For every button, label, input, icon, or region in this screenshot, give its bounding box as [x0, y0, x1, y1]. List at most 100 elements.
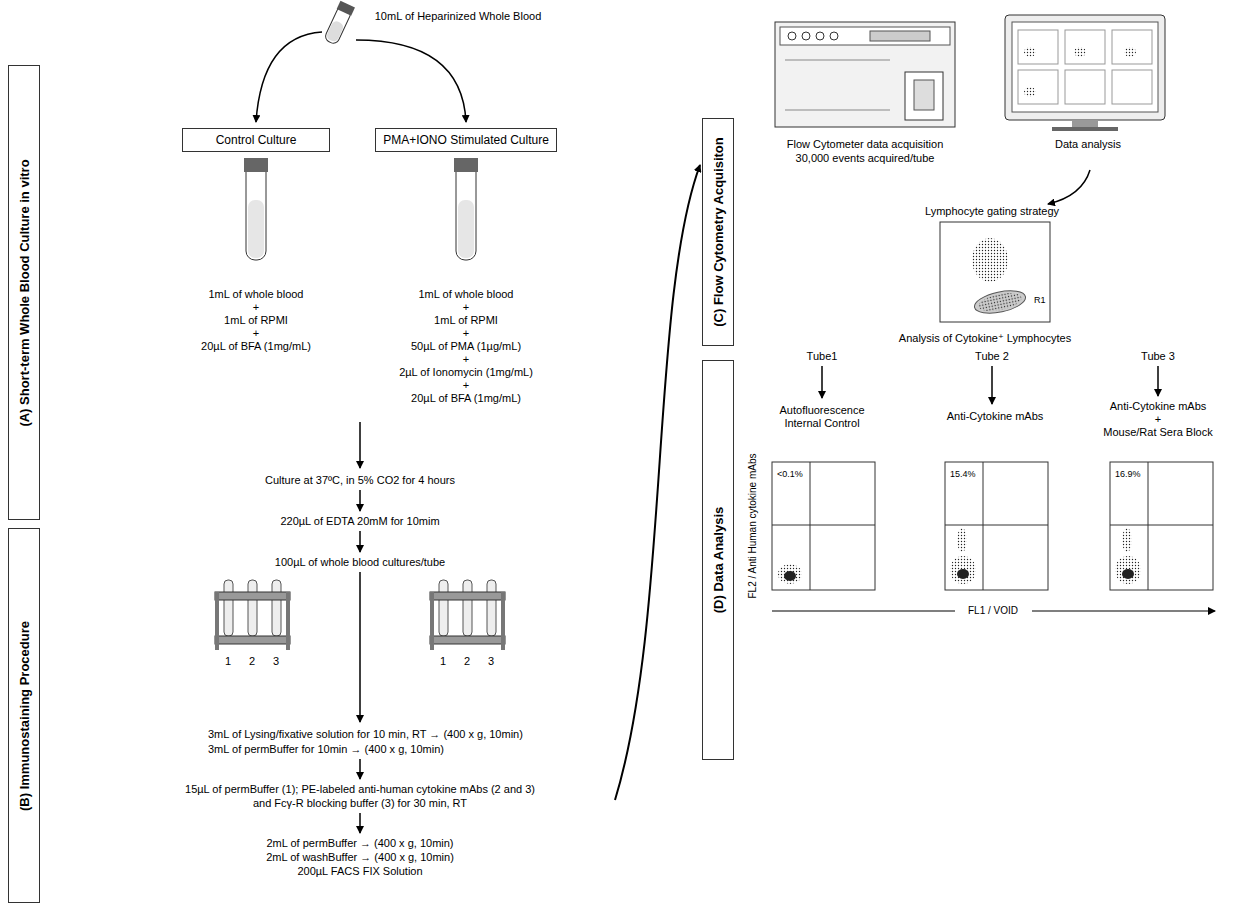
- monitor-icon-part: [1018, 70, 1058, 104]
- step-text: 20µL of BFA (1mg/mL): [201, 340, 311, 353]
- step-text: +: [463, 353, 469, 366]
- tube-rack-part: [487, 580, 496, 636]
- step-text: Mouse/Rat Sera Block: [1103, 426, 1212, 439]
- step-text: 10mL of Heparinized Whole Blood: [375, 10, 542, 23]
- flow-arrows-part: [359, 490, 361, 511]
- quadrant-plot-part: [1122, 569, 1134, 579]
- step-text: +: [253, 301, 259, 314]
- step-text: 50µL of PMA (1µg/mL): [411, 340, 521, 353]
- cytometer-icon-part: [870, 31, 930, 41]
- stage-band: (C) Flow Cytometry Acquisiton: [702, 118, 734, 346]
- cytometer-icon-part: [830, 32, 838, 40]
- quadrant-plot-part: [1110, 462, 1213, 590]
- quadrant-plot-part: [772, 462, 875, 590]
- quadrant-plot-part: [810, 462, 811, 590]
- monitor-icon: [1005, 15, 1165, 131]
- step-text: +: [253, 327, 259, 340]
- cytometer-icon-part: [785, 110, 890, 111]
- gating-plot-part: [940, 222, 1050, 322]
- flow-arrows-part: [359, 422, 361, 468]
- monitor-icon-part: [1012, 22, 1158, 112]
- tube-rack-part: [463, 580, 472, 636]
- step-text: 15µL of permBuffer (1); PE-labeled anti-…: [185, 783, 535, 796]
- step-text: Tube1: [807, 350, 838, 363]
- axis-arrow-part: [1032, 610, 1215, 611]
- step-text: 1mL of RPMI: [434, 314, 498, 327]
- quadrant-plot-part: [1110, 525, 1213, 526]
- flow-arrows-part: [359, 572, 361, 722]
- flow-arrows-part: [359, 531, 361, 552]
- box-label: Control Culture: [216, 133, 297, 147]
- quadrant-plot-part: [945, 525, 1048, 526]
- monitor-icon-part: [1024, 47, 1036, 57]
- quadrant-plot-part: [778, 564, 802, 584]
- tube-rack-part: [430, 636, 505, 644]
- tube-rack-part: [215, 592, 219, 650]
- step-text: 3: [273, 655, 279, 668]
- step-text: +: [463, 327, 469, 340]
- step-text: +: [463, 301, 469, 314]
- step-text: Anti-Cytokine mAbs: [947, 410, 1044, 423]
- monitor-icon-part: [1072, 120, 1098, 127]
- stage-band: (B) Immunostaining Procedure: [8, 528, 40, 903]
- tube-rack-part: [215, 592, 290, 600]
- step-text: Lymphocyte gating strategy: [925, 205, 1059, 218]
- cytometer-icon-part: [905, 72, 943, 120]
- stage-band: (D) Data Analysis: [702, 360, 734, 760]
- cytometer-icon-part: [788, 32, 796, 40]
- quadrant-plot-part: [983, 462, 984, 590]
- axis-arrow-part: [772, 610, 955, 611]
- step-text: 2µL of Ionomycin (1mg/mL): [399, 366, 533, 379]
- monitor-icon-part: [1065, 70, 1105, 104]
- blood-tube: [323, 1, 355, 46]
- quadrant-plot-part: [950, 556, 976, 584]
- cytometer-icon-part: [780, 27, 950, 45]
- step-text: 2: [249, 655, 255, 668]
- step-text: 100µL of whole blood cultures/tube: [275, 556, 445, 569]
- step-text: 2mL of washBuffer → (400 x g, 10min): [266, 851, 454, 864]
- gating-plot-part: [972, 287, 1027, 317]
- tube-rack-part: [272, 580, 281, 636]
- step-text: Analysis of Cytokine⁺ Lymphocytes: [899, 332, 1071, 345]
- tube-rack-part: [430, 592, 434, 650]
- flow-arrows-part: [359, 759, 361, 779]
- process-box: Control Culture: [182, 128, 330, 152]
- gating-plot-part: [972, 238, 1008, 282]
- quadrant-plot-part: [957, 569, 969, 579]
- cytometer-icon-part: [914, 80, 934, 110]
- step-text: 3mL of permBuffer for 10min → (400 x g, …: [208, 743, 444, 756]
- monitor-icon-part: [1112, 70, 1152, 104]
- stage-label: (B) Immunostaining Procedure: [17, 621, 32, 811]
- monitor-icon-part: [1052, 127, 1118, 131]
- stage-label: (C) Flow Cytometry Acquisiton: [711, 137, 726, 326]
- quadrant-plot-part: [945, 462, 1048, 590]
- step-text: +: [1155, 413, 1161, 426]
- flow-arrows-part: [359, 813, 361, 833]
- gating-plot: [940, 222, 1050, 322]
- quadrant-plot-part: [772, 525, 875, 526]
- cytometer-icon: [775, 22, 955, 127]
- tube-rack-part: [286, 592, 290, 650]
- gating-plot-part: [977, 290, 1023, 315]
- step-text: Tube 2: [975, 350, 1009, 363]
- tube-arrows-part: [1157, 366, 1159, 396]
- culture-tube: [244, 158, 478, 260]
- step-text: 15.4%: [950, 468, 976, 481]
- step-text: 200µL FACS FIX Solution: [297, 865, 422, 878]
- tube-rack-part: [439, 580, 448, 636]
- culture-tube-part: [246, 160, 266, 260]
- step-text: 220µL of EDTA 20mM for 10mim: [280, 515, 439, 528]
- quadrant-plot-part: [1115, 556, 1141, 584]
- monitor-icon-part: [1074, 47, 1086, 57]
- quadrant-plot: [772, 462, 1213, 590]
- step-text: +: [463, 379, 469, 392]
- split-arrows-part: [356, 40, 466, 122]
- tube-rack: [215, 580, 505, 650]
- transfer-arrow: [615, 165, 700, 800]
- step-text: 30,000 events acquired/tube: [796, 152, 935, 165]
- box-label: PMA+IONO Stimulated Culture: [383, 133, 549, 147]
- step-text: Data analysis: [1055, 138, 1121, 151]
- step-text: 3mL of Lysing/fixative solution for 10 m…: [208, 728, 523, 741]
- tube-rack-part: [215, 636, 290, 644]
- blood-tube-part: [337, 1, 355, 16]
